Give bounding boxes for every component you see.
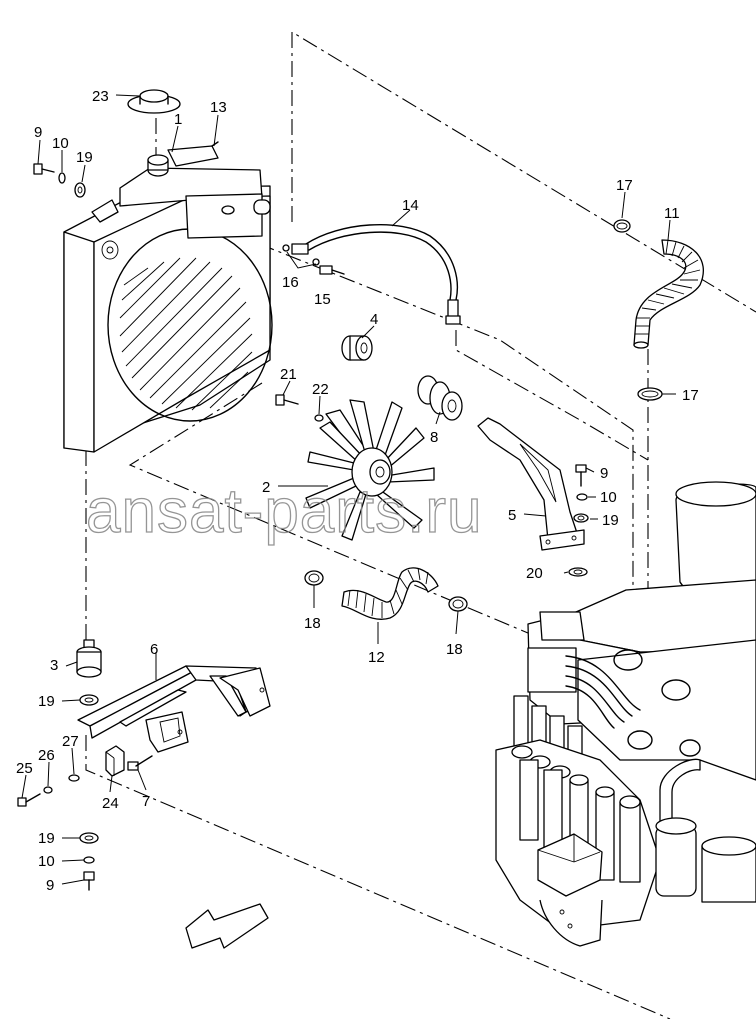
part-label: 18 xyxy=(446,641,463,658)
part-label: 19 xyxy=(76,149,93,166)
hose-11 xyxy=(633,239,704,349)
rubber-mount-3 xyxy=(76,639,102,678)
part-label: 19 xyxy=(38,693,55,710)
bolt-21 xyxy=(275,394,324,422)
part-label: 17 xyxy=(616,177,633,194)
part-label: 17 xyxy=(682,387,699,404)
part-label: 14 xyxy=(402,197,419,214)
front-direction-arrow-icon xyxy=(185,903,269,949)
block-24 xyxy=(105,745,125,777)
part-label: 4 xyxy=(370,311,378,328)
part-label: 20 xyxy=(526,565,543,582)
part-label: 15 xyxy=(314,291,331,308)
part-label: 24 xyxy=(102,795,119,812)
part-label: 18 xyxy=(304,615,321,632)
engine xyxy=(495,481,756,947)
hose-14 xyxy=(282,223,461,325)
part-label: 9 xyxy=(46,877,54,894)
support-frame-6 xyxy=(77,665,271,753)
part-label: 27 xyxy=(62,733,79,750)
pulley-8 xyxy=(417,375,463,421)
radiator xyxy=(63,141,273,453)
part-label: 9 xyxy=(34,124,42,141)
leader-lines xyxy=(21,94,676,885)
washer-19-mid xyxy=(79,694,99,706)
clamp-17-upper xyxy=(613,219,631,233)
part-label: 1 xyxy=(174,111,182,128)
part-label: 19 xyxy=(602,512,619,529)
part-label: 10 xyxy=(600,489,617,506)
part-label: 22 xyxy=(312,381,329,398)
part-label: 12 xyxy=(368,649,385,666)
part-label: 9 xyxy=(600,465,608,482)
part-label: 13 xyxy=(210,99,227,116)
part-label: 8 xyxy=(430,429,438,446)
alignment-lines xyxy=(85,31,756,1019)
part-label: 25 xyxy=(16,760,33,777)
part-number-labels: 23 13 1 9 10 19 14 17 11 16 15 4 17 21 2… xyxy=(16,88,699,894)
part-label: 11 xyxy=(664,205,680,222)
clamp-18-left xyxy=(304,570,324,586)
radiator-cap xyxy=(127,89,181,114)
part-label: 19 xyxy=(38,830,55,847)
part-label: 6 xyxy=(150,641,158,658)
part-label: 23 xyxy=(92,88,109,105)
spacer-4 xyxy=(341,335,373,361)
bolt-set-right xyxy=(568,464,589,577)
clamp-18-right xyxy=(448,596,468,612)
fan-2 xyxy=(305,399,435,541)
clamp-17-lower xyxy=(637,387,663,401)
hose-12 xyxy=(341,567,439,620)
part-label: 26 xyxy=(38,747,55,764)
part-label: 2 xyxy=(262,479,270,496)
part-label: 3 xyxy=(50,657,58,674)
part-label: 21 xyxy=(280,366,297,383)
part-label: 10 xyxy=(38,853,55,870)
part-label: 16 xyxy=(282,274,299,291)
bolt-set-top xyxy=(33,163,86,198)
bracket-5 xyxy=(477,417,585,551)
watermark-text: ansat-parts.ru xyxy=(86,477,483,546)
part-label: 10 xyxy=(52,135,69,152)
part-label: 5 xyxy=(508,507,516,524)
bolt-7 xyxy=(127,755,153,771)
part-label: 7 xyxy=(142,793,150,810)
bolt-set-bottom xyxy=(79,832,99,891)
